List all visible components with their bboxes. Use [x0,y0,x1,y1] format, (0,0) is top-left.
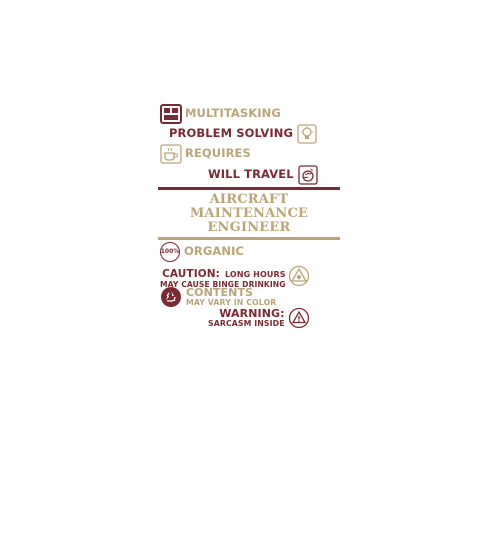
tshirt-design: MULTITASKING PROBLEM SOLVING REQUIRES WI… [158,100,340,332]
window-grid-icon [160,104,182,124]
lightbulb-gears-icon [297,124,317,144]
organic-row: 100% ORGANIC [160,242,244,262]
contents-row: CONTENTS MAY VARY IN COLOR [160,286,276,308]
title-line-3: ENGINEER [207,220,291,235]
title-line-1: AIRCRAFT [209,192,289,207]
multitasking-text: MULTITASKING [185,106,281,121]
warning-line-2: SARCASM INSIDE [208,319,285,329]
hundred-percent-label: 100% [160,248,180,255]
title-line-2: MAINTENANCE [189,206,309,221]
contents-text: CONTENTS [186,286,254,300]
caution-label: CAUTION: [162,268,220,280]
problem-solving-text: PROBLEM SOLVING [169,126,294,141]
requires-row: REQUIRES [160,144,251,164]
top-divider [158,187,340,190]
warning-triangle-icon [288,307,309,329]
problem-solving-row: PROBLEM SOLVING [169,124,317,144]
hundred-percent-badge-icon: 100% [160,242,180,262]
warning-row: WARNING: SARCASM INSIDE [208,307,310,329]
caution-text: LONG HOURS [225,270,286,279]
globe-plane-icon [297,165,318,185]
contents-line-2: MAY VARY IN COLOR [186,298,277,308]
will-travel-row: WILL TRAVEL [208,165,318,185]
recycle-icon [161,287,181,307]
hazard-triangle-icon [288,266,309,287]
caution-line-2: MAY CAUSE BINGE DRINKING [160,280,286,289]
multitasking-row: MULTITASKING [160,104,281,124]
warning-label: WARNING: [219,307,285,321]
requires-text: REQUIRES [185,146,251,161]
bottom-divider [158,237,340,240]
organic-text: ORGANIC [184,244,245,259]
coffee-cup-icon [160,144,182,164]
caution-row: CAUTION: LONG HOURS MAY CAUSE BINGE DRIN… [160,264,310,289]
will-travel-text: WILL TRAVEL [208,167,294,182]
